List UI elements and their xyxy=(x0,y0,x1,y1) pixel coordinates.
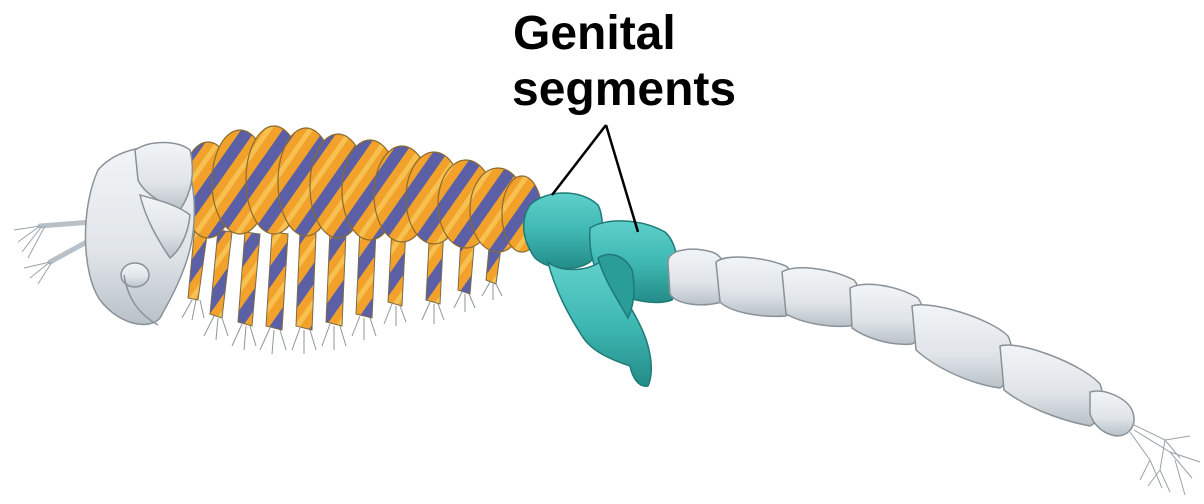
tail-icon xyxy=(668,249,1134,436)
tail-bristles xyxy=(1130,424,1200,495)
genital-segments-label-line2: segments xyxy=(512,62,736,118)
striped-segments xyxy=(182,126,542,252)
genital-segments-label-line1: Genital xyxy=(513,6,676,62)
genital-segments xyxy=(524,193,679,386)
head-icon xyxy=(85,143,194,326)
antenna-bristles xyxy=(14,226,52,284)
